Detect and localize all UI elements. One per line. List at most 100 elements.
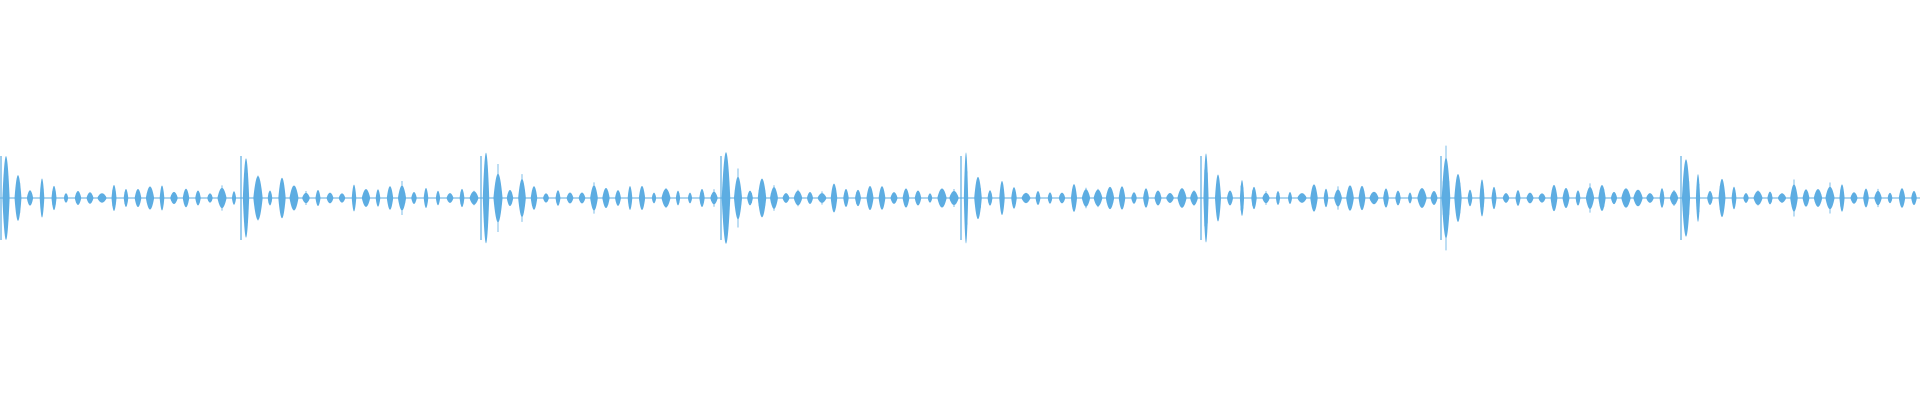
- waveform-burst: [1358, 185, 1366, 211]
- waveform-burst: [1214, 174, 1222, 222]
- waveform-burst: [2, 156, 10, 240]
- waveform-burst: [1863, 188, 1869, 208]
- waveform-burst: [482, 152, 490, 244]
- waveform-burst: [927, 193, 933, 203]
- waveform-burst: [459, 188, 465, 208]
- waveform-burst: [242, 158, 250, 238]
- waveform-burst: [1058, 192, 1066, 204]
- waveform-burst: [435, 190, 441, 206]
- waveform-burst: [614, 190, 622, 206]
- waveform-burst: [267, 190, 273, 206]
- waveform-burst: [1131, 192, 1137, 204]
- waveform-burst: [1610, 191, 1618, 205]
- waveform-burst: [1479, 179, 1485, 217]
- waveform-burst: [159, 185, 165, 211]
- waveform-burst: [1887, 192, 1893, 204]
- waveform-burst: [1850, 192, 1858, 204]
- waveform-burst: [1695, 174, 1701, 222]
- waveform-burst: [1911, 190, 1917, 206]
- waveform-cycle: [720, 152, 959, 244]
- waveform-cycle: [1200, 153, 1438, 243]
- waveform-burst: [111, 185, 117, 211]
- waveform-burst: [830, 183, 838, 213]
- waveform-burst: [627, 186, 633, 210]
- waveform-burst: [351, 184, 357, 212]
- waveform-burst: [782, 193, 790, 203]
- waveform-cycle: [1440, 145, 1679, 251]
- waveform-burst: [1515, 190, 1521, 206]
- waveform-burst: [326, 192, 334, 204]
- waveform-cycle: [0, 156, 237, 240]
- waveform-burst: [315, 189, 321, 207]
- waveform-burst: [1203, 153, 1209, 243]
- waveform-burst: [890, 192, 898, 204]
- waveform-burst: [1454, 174, 1462, 222]
- waveform-burst: [1275, 190, 1281, 206]
- waveform-burst: [999, 180, 1005, 216]
- waveform-burst: [866, 185, 874, 211]
- waveform-burst: [1143, 188, 1149, 208]
- waveform-burst: [278, 177, 286, 219]
- waveform-burst: [74, 191, 82, 205]
- waveform-burst: [878, 186, 886, 210]
- waveform-cycle: [240, 156, 479, 240]
- waveform-burst: [602, 188, 610, 208]
- waveform-burst: [1154, 190, 1162, 206]
- waveform-burst: [843, 189, 849, 207]
- waveform-burst: [699, 189, 705, 207]
- waveform-burst: [195, 190, 201, 206]
- waveform-burst: [1743, 193, 1749, 203]
- waveform-burst: [386, 186, 394, 210]
- waveform-burst: [854, 189, 862, 207]
- waveform-cycle: [960, 152, 1198, 244]
- waveform-burst: [542, 193, 550, 203]
- waveform-burst: [1118, 186, 1126, 210]
- waveform-burst: [338, 193, 346, 203]
- waveform-burst: [902, 188, 910, 208]
- waveform-burst: [231, 191, 237, 205]
- waveform-burst: [63, 193, 69, 203]
- waveform-burst: [1839, 184, 1845, 212]
- waveform-burst: [566, 192, 574, 204]
- waveform-burst: [375, 189, 381, 207]
- waveform-burst: [1395, 190, 1401, 206]
- waveform-burst: [747, 190, 753, 206]
- waveform-burst: [1526, 192, 1534, 204]
- waveform-burst: [1802, 189, 1810, 207]
- waveform-burst: [555, 190, 561, 206]
- waveform-burst: [1035, 190, 1041, 206]
- waveform-burst: [638, 186, 646, 210]
- waveform-burst: [39, 178, 45, 218]
- waveform-burst: [1598, 185, 1606, 211]
- waveform-burst: [1047, 192, 1053, 204]
- waveform-burst: [446, 193, 454, 203]
- waveform-burst: [1491, 186, 1497, 210]
- waveform-burst: [914, 190, 922, 206]
- waveform-burst: [1562, 188, 1570, 208]
- waveform-burst: [26, 190, 34, 206]
- waveform-burst: [1287, 191, 1293, 205]
- waveform-burst: [1430, 191, 1438, 205]
- waveform-burst: [578, 192, 586, 204]
- waveform-burst: [1767, 191, 1773, 205]
- waveform-burst: [1467, 189, 1473, 207]
- waveform-burst: [675, 190, 681, 206]
- waveform-burst: [1575, 190, 1581, 206]
- waveform-burst: [1550, 184, 1558, 212]
- waveform-burst: [182, 188, 190, 208]
- waveform-burst: [687, 192, 693, 204]
- waveform-burst: [411, 191, 417, 205]
- waveform-burst: [1323, 188, 1329, 208]
- waveform-burst: [123, 189, 129, 207]
- waveform-burst: [1538, 193, 1546, 203]
- waveform-burst: [987, 190, 993, 206]
- waveform-burst: [1407, 192, 1413, 204]
- waveform-burst: [1707, 191, 1713, 205]
- waveform-burst: [1011, 187, 1017, 209]
- waveform-burst: [1502, 193, 1510, 203]
- waveform-cycle: [1680, 156, 1917, 240]
- waveform-burst: [423, 188, 429, 208]
- waveform-burst: [1310, 184, 1318, 212]
